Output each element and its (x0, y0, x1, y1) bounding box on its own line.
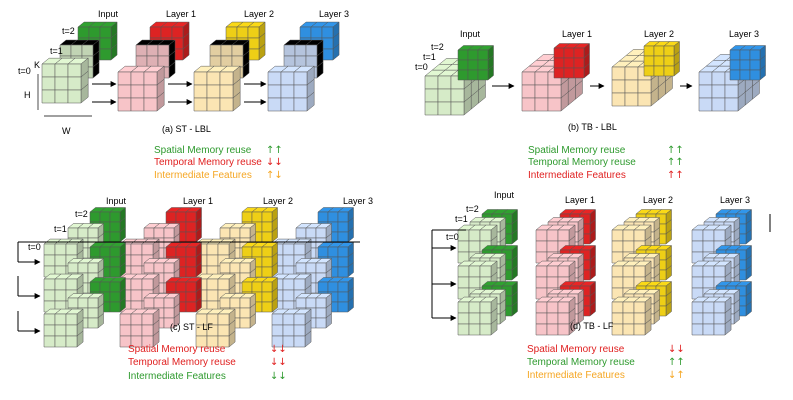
cube-front (195, 308, 236, 348)
panel-c: Input Layer 1 Layer 2 Layer 3 t=2 t=1 t=… (28, 196, 373, 348)
cube-front (271, 308, 312, 348)
panel-c-layer-label: Layer 2 (263, 196, 293, 206)
cube-front (611, 296, 652, 336)
panel-d-caption: (d) TB - LF (570, 321, 614, 331)
cube-back (165, 206, 203, 243)
legend-temporal-label: Temporal Memory reuse (527, 357, 635, 368)
cube-front (193, 65, 241, 112)
legend-spatial-arrows: ↑↑ (667, 145, 684, 156)
legend-spatial-label: Spatial Memory reuse (528, 145, 626, 156)
panel-c-time-label: t=1 (54, 224, 67, 234)
panel-c-layer-label: Input (106, 196, 127, 206)
panel-a-layer-label: Layer 3 (319, 9, 349, 19)
panel-d-layer-label: Layer 2 (643, 195, 673, 205)
legend-temporal-arrows: ↓↓ (266, 157, 283, 168)
cube-front (117, 65, 165, 112)
legend-intermediate-label: Intermediate Features (128, 371, 226, 382)
legend-intermediate-arrows: ↑↑ (667, 170, 684, 181)
panel-b-time-label: t=1 (423, 52, 436, 62)
panel-b-layer-label: Layer 1 (562, 29, 592, 39)
panel-b-time-label: t=2 (431, 42, 444, 52)
legend-temporal-arrows: ↑↑ (667, 157, 684, 168)
cube-back (457, 44, 495, 81)
dim-label-k: K (34, 60, 40, 70)
legend-d: Spatial Memory reuse ↓↓ Temporal Memory … (527, 344, 685, 381)
panel-b-time-label: t=0 (415, 62, 428, 72)
panel-b-cubes (424, 40, 767, 116)
panel-d-time-label: t=2 (466, 204, 479, 214)
panel-a-time-label: t=2 (62, 26, 75, 36)
legend-temporal-arrows: ↓↓ (270, 357, 287, 368)
panel-c-caption: (c) ST - LF (170, 322, 213, 332)
cube-front (457, 296, 498, 336)
legend-c: Spatial Memory reuse ↓↓ Temporal Memory … (128, 344, 287, 382)
panel-c-time-label: t=0 (28, 242, 41, 252)
cube-back (317, 241, 355, 278)
legend-spatial-label: Spatial Memory reuse (527, 344, 625, 355)
panel-d-layer-label: Layer 1 (565, 195, 595, 205)
legend-spatial-label: Spatial Memory reuse (154, 145, 252, 156)
panel-a: Input Layer 1 Layer 2 Layer 3 t=2 t=1 t=… (18, 9, 349, 136)
panel-b-caption: (b) TB - LBL (568, 122, 617, 132)
legend-temporal-label: Temporal Memory reuse (528, 157, 636, 168)
legend-b: Spatial Memory reuse ↑↑ Temporal Memory … (528, 145, 684, 181)
panel-d: Input Layer 1 Layer 2 Layer 3 t=2 t=1 t=… (446, 190, 753, 336)
legend-temporal-label: Temporal Memory reuse (154, 157, 262, 168)
legend-intermediate-arrows: ↓↑ (668, 370, 685, 381)
legend-intermediate-label: Intermediate Features (528, 170, 626, 181)
panel-d-time-label: t=1 (455, 214, 468, 224)
legend-intermediate-arrows: ↓↓ (270, 371, 287, 382)
panel-a-caption: (a) ST - LBL (162, 124, 211, 134)
cube-front (119, 308, 160, 348)
panel-d-layer-label: Layer 3 (720, 195, 750, 205)
legend-intermediate-label: Intermediate Features (527, 370, 625, 381)
panel-d-layer-label: Input (494, 190, 515, 200)
panel-a-layer-label: Layer 2 (244, 9, 274, 19)
panel-c-time-label: t=2 (75, 209, 88, 219)
legend-spatial-arrows: ↓↓ (668, 344, 685, 355)
panel-b-layer-label: Layer 3 (729, 29, 759, 39)
legend-a: Spatial Memory reuse ↑↑ Temporal Memory … (154, 145, 283, 181)
panel-a-time-label: t=1 (50, 46, 63, 56)
legend-temporal-label: Temporal Memory reuse (128, 357, 236, 368)
panel-b: Input Layer 1 Layer 2 Layer 3 t=2 t=1 t=… (415, 29, 767, 132)
cube-back (643, 40, 681, 77)
panel-c-cubes (43, 206, 355, 348)
cube-front (41, 57, 89, 104)
cube-front (535, 296, 576, 336)
legend-intermediate-arrows: ↑↓ (266, 170, 283, 181)
legend-spatial-arrows: ↓↓ (270, 344, 287, 355)
cube-front (267, 65, 315, 112)
legend-intermediate-label: Intermediate Features (154, 170, 252, 181)
panel-a-cubes (41, 21, 340, 112)
panel-a-layer-label: Layer 1 (166, 9, 196, 19)
cube-back (553, 42, 591, 79)
panel-b-layer-label: Layer 2 (644, 29, 674, 39)
panel-c-layer-label: Layer 1 (183, 196, 213, 206)
panel-a-layer-label: Input (98, 9, 119, 19)
cube-back (241, 206, 279, 243)
dim-label-h: H (24, 90, 31, 100)
legend-spatial-arrows: ↑↑ (266, 145, 283, 156)
panel-a-time-label: t=0 (18, 66, 31, 76)
dim-label-w: W (62, 126, 71, 136)
cube-back (729, 44, 767, 81)
legend-spatial-label: Spatial Memory reuse (128, 344, 226, 355)
cube-mid (209, 39, 250, 79)
cube-front (43, 308, 84, 348)
flow-arrows (17, 81, 771, 334)
legend-temporal-arrows: ↑↑ (668, 357, 685, 368)
cube-front (457, 260, 498, 300)
cube-front (691, 296, 732, 336)
panel-b-layer-label: Input (460, 29, 481, 39)
panel-d-time-label: t=0 (446, 232, 459, 242)
panel-d-cubes (457, 208, 753, 336)
panel-c-layer-label: Layer 3 (343, 196, 373, 206)
